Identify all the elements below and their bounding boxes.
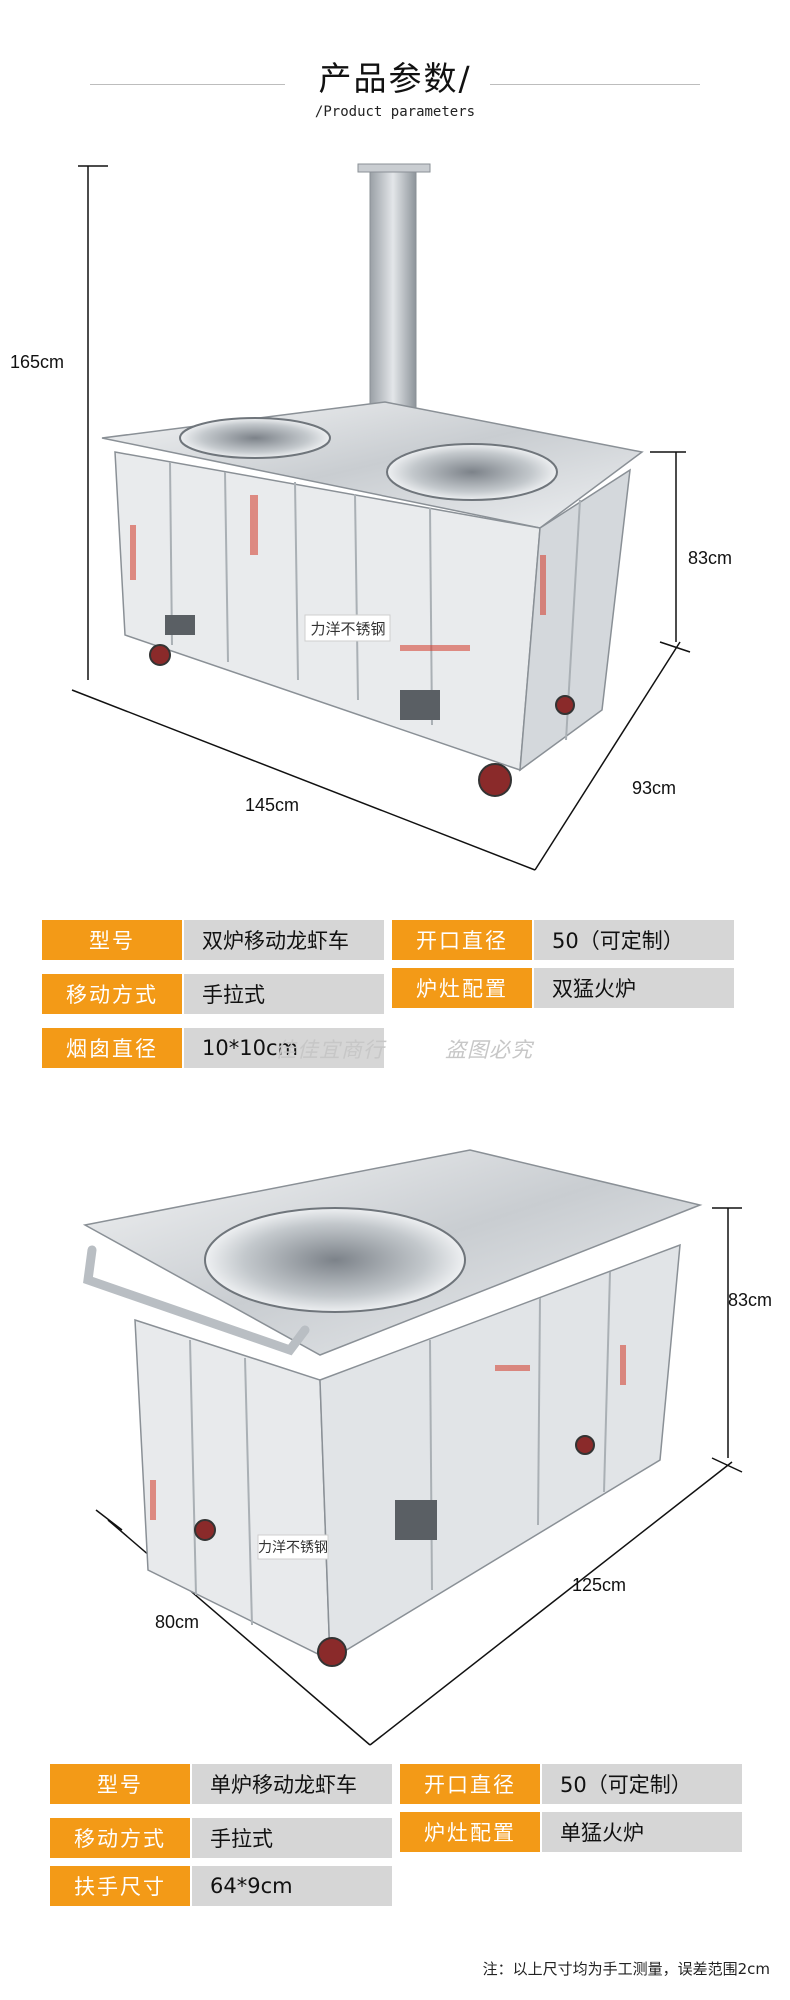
brand-plate-text-1: 力洋不锈钢 bbox=[310, 620, 385, 638]
spec-value-model-1: 双炉移动龙虾车 bbox=[184, 920, 384, 960]
dim-depth-1: 93cm bbox=[632, 778, 677, 798]
product-photo-double-stove-cart: 力洋不锈钢 bbox=[71, 163, 691, 871]
spec-value-stove-1: 双猛火炉 bbox=[534, 968, 734, 1008]
dim-length-1: 145cm bbox=[245, 795, 300, 815]
spec-value-move-2: 手拉式 bbox=[192, 1818, 392, 1858]
spec-value-chimney-1: 10*10cm bbox=[184, 1028, 384, 1068]
spec-label-chimney-1: 烟囱直径 bbox=[42, 1028, 182, 1068]
header-rule-right bbox=[490, 84, 700, 85]
dim-total-height-1: 165cm bbox=[10, 352, 65, 372]
dim-length-2: 125cm bbox=[572, 1575, 627, 1595]
spec-label-move-2: 移动方式 bbox=[50, 1818, 190, 1858]
spec-value-stove-2: 单猛火炉 bbox=[542, 1812, 742, 1852]
product-photo-single-stove-cart: 力洋不锈钢 bbox=[82, 1149, 743, 1746]
spec-label-stove-1: 炉灶配置 bbox=[392, 968, 532, 1008]
spec-label-handle-2: 扶手尺寸 bbox=[50, 1866, 190, 1906]
watermark-copyright: 盗图必究 bbox=[445, 1038, 533, 1062]
section-subtitle: /Product parameters bbox=[314, 104, 476, 120]
dim-depth-2: 80cm bbox=[155, 1612, 200, 1632]
spec-value-opening-2: 50（可定制） bbox=[542, 1764, 742, 1804]
spec-label-model-2: 型号 bbox=[50, 1764, 190, 1804]
spec-label-stove-2: 炉灶配置 bbox=[400, 1812, 540, 1852]
spec-label-opening-2: 开口直径 bbox=[400, 1764, 540, 1804]
section-title: 产品参数/ bbox=[318, 59, 472, 98]
dimension-lines bbox=[71, 165, 691, 871]
header-rule-left bbox=[90, 84, 285, 85]
spec-value-move-1: 手拉式 bbox=[184, 974, 384, 1014]
watermark-shop: 佳佳宜商行 bbox=[275, 1038, 385, 1062]
dim-height-1: 83cm bbox=[688, 548, 733, 568]
brand-plate-text-2: 力洋不锈钢 bbox=[258, 1540, 328, 1556]
spec-value-handle-2: 64*9cm bbox=[192, 1866, 392, 1906]
dim-height-2: 83cm bbox=[728, 1290, 773, 1310]
spec-value-model-2: 单炉移动龙虾车 bbox=[192, 1764, 392, 1804]
measurement-note: 注：以上尺寸均为手工测量，误差范围2cm bbox=[482, 1960, 770, 1978]
spec-value-opening-1: 50（可定制） bbox=[534, 920, 734, 960]
spec-label-move-1: 移动方式 bbox=[42, 974, 182, 1014]
spec-label-opening-1: 开口直径 bbox=[392, 920, 532, 960]
spec-label-model-1: 型号 bbox=[42, 920, 182, 960]
